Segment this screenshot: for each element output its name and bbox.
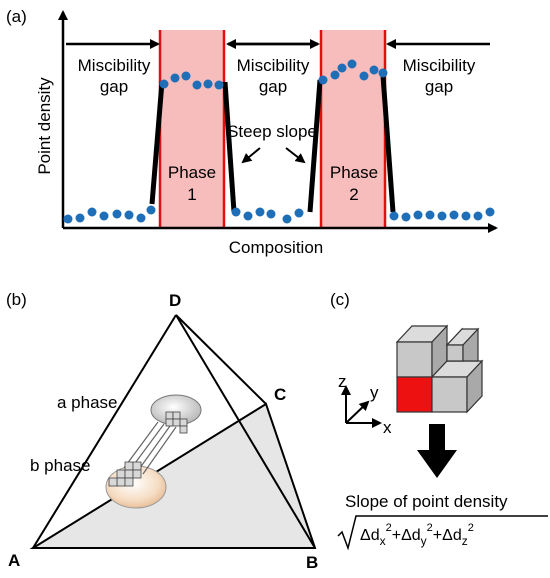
data-point (99, 211, 109, 221)
slope-line-4 (380, 75, 396, 213)
data-point (337, 63, 347, 73)
slope-line-1 (149, 81, 165, 205)
data-point (378, 68, 388, 78)
phase-1-number: 1 (187, 185, 196, 204)
data-point (330, 70, 340, 80)
data-point (75, 213, 85, 223)
data-point (136, 213, 146, 223)
delta-z: Δd (442, 527, 462, 544)
exp-y: 2 (427, 522, 433, 534)
slope-line-3 (307, 79, 323, 213)
edge-db (175, 314, 316, 549)
slope-formula: Δdx2+Δdy2+Δdz2 (337, 515, 548, 551)
plus-1: + (392, 527, 401, 544)
data-point (294, 208, 304, 218)
gap-3-line2: gap (425, 77, 453, 96)
data-point (124, 210, 134, 220)
sub-x: x (380, 534, 386, 548)
data-point (473, 211, 483, 221)
data-point (425, 210, 435, 220)
data-point (203, 79, 213, 89)
delta-y: Δd (401, 527, 421, 544)
data-point (214, 80, 224, 90)
panel-c-label: (c) (330, 290, 350, 309)
sub-y: y (421, 534, 427, 548)
b-phase-voxels (108, 461, 142, 487)
gap-1-line2: gap (100, 77, 128, 96)
data-point (449, 210, 459, 220)
exp-z: 2 (468, 522, 474, 534)
data-point (359, 71, 369, 81)
data-point (413, 210, 423, 220)
exp-x: 2 (386, 522, 392, 534)
data-point (282, 214, 292, 224)
down-arrow (417, 424, 457, 478)
gap-3-line1: Miscibility (403, 56, 476, 75)
radical-sign (337, 515, 548, 551)
vertex-a-label: A (8, 551, 20, 570)
panel-a-label: (a) (6, 7, 27, 26)
data-point (437, 211, 447, 221)
slope-line-2 (222, 81, 237, 213)
data-point (243, 211, 253, 221)
y-axis-arrow (345, 400, 370, 424)
steep-slope-label: Steep slope (227, 122, 317, 141)
data-point (63, 214, 73, 224)
panel-b-label: (b) (6, 290, 27, 309)
formula-text: Δdx2+Δdy2+Δdz2 (360, 522, 474, 548)
axis-x-label: x (383, 418, 392, 437)
data-point (266, 209, 276, 219)
axis-z-label: z (338, 372, 347, 391)
data-point (461, 211, 471, 221)
data-point (112, 209, 122, 219)
tetrahedron (29, 314, 317, 549)
a-phase-label: a phase (57, 393, 118, 412)
phase-1-word: Phase (168, 163, 216, 182)
data-point (146, 205, 156, 215)
vertex-d-label: D (169, 291, 181, 310)
gap-1-line1: Miscibility (78, 56, 151, 75)
data-point (170, 73, 180, 83)
gap-2-line2: gap (259, 77, 287, 96)
phase-2-number: 2 (349, 185, 358, 204)
gap-2-line1: Miscibility (237, 56, 310, 75)
highlight-voxel (396, 376, 433, 413)
data-point (485, 207, 495, 217)
plus-2: + (433, 527, 442, 544)
edge-ad (32, 314, 177, 549)
edge-dc (175, 314, 267, 405)
data-point (401, 212, 411, 222)
sub-z: z (462, 534, 468, 548)
data-point (389, 211, 399, 221)
voxel-cluster (395, 324, 484, 414)
data-point (347, 59, 357, 69)
data-points (63, 59, 495, 224)
vertex-c-label: C (274, 385, 286, 404)
axis-y-label: y (370, 383, 379, 402)
b-phase-label: b phase (30, 456, 91, 475)
data-point (192, 80, 202, 90)
data-point (87, 207, 97, 217)
y-axis-title: Point density (35, 77, 54, 175)
delta-x: Δd (360, 527, 380, 544)
slope-caption: Slope of point density (345, 492, 508, 511)
steep-slope-arrow-right (285, 147, 306, 164)
vertex-b-label: B (306, 553, 318, 572)
data-point (255, 207, 265, 217)
x-axis-title: Composition (229, 238, 324, 257)
data-point (181, 71, 191, 81)
data-point (231, 207, 241, 217)
phase-2-word: Phase (330, 163, 378, 182)
data-point (369, 65, 379, 75)
data-point (318, 75, 328, 85)
data-point (159, 79, 169, 89)
xyz-axes: z y x (338, 372, 392, 437)
steep-slope-arrow-left (241, 147, 261, 164)
a-phase-voxels (165, 411, 188, 434)
phase-1-band (160, 30, 224, 228)
